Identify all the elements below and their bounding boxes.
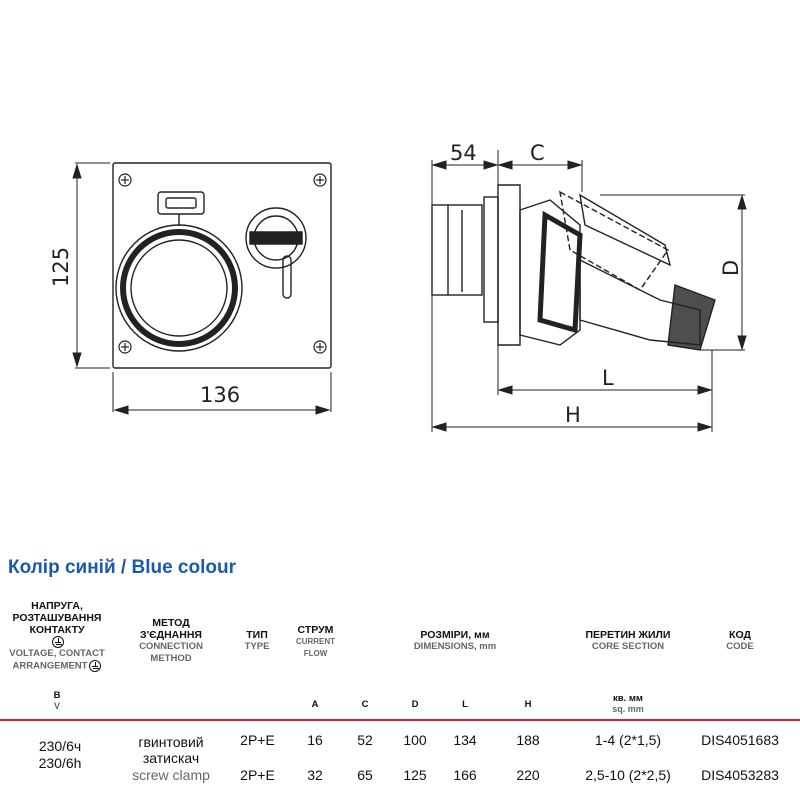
side-view <box>431 184 716 351</box>
section-title: Колір синій / Blue colour <box>8 557 236 578</box>
dim-c: C <box>530 141 545 165</box>
header-dimensions: РОЗМІРИ, мм DIMENSIONS, mm <box>413 629 497 652</box>
subheader-sqmm: кв. мм sq. mm <box>612 693 644 714</box>
table-divider <box>0 719 800 721</box>
header-current: СТРУМ CURRENT FLOW <box>295 624 336 658</box>
header-voltage: НАПРУГА, РОЗТАШУВАННЯ КОНТАКТУ VOLTAGE, … <box>9 600 105 673</box>
subheader-a: A <box>311 699 319 710</box>
corner-screws <box>118 173 327 354</box>
subheader-c: C <box>361 699 369 710</box>
dim-54: 54 <box>450 141 477 165</box>
dim-d: D <box>719 260 743 276</box>
subheader-l: L <box>462 699 468 710</box>
subheader-h: H <box>524 699 532 710</box>
rotary-switch <box>245 207 307 299</box>
subheader-d: D <box>411 699 419 710</box>
header-code: КОД CODE <box>726 629 754 652</box>
front-dimensions <box>72 162 332 415</box>
socket-front <box>115 191 243 352</box>
header-method: МЕТОД З'ЄДНАННЯ CONNECTION METHOD <box>139 617 203 664</box>
front-plate <box>112 162 332 369</box>
method-value: гвинтовий затискач <box>138 734 204 766</box>
header-section: ПЕРЕТИН ЖИЛИ CORE SECTION <box>585 629 671 652</box>
method-value-en: screw clamp <box>132 767 210 783</box>
dim-125: 125 <box>49 247 73 287</box>
technical-drawing: 136 125 54 C D L H <box>49 141 747 432</box>
dim-136: 136 <box>200 383 240 407</box>
dim-l: L <box>602 366 614 390</box>
ground-icon <box>52 636 64 648</box>
ground-icon <box>89 660 102 673</box>
side-dimensions <box>431 150 747 432</box>
header-type: ТИП TYPE <box>244 629 270 652</box>
voltage-value: 230/6ч 230/6h <box>38 738 82 771</box>
dim-h: H <box>565 403 581 427</box>
subheader-volt: В V <box>53 690 61 711</box>
